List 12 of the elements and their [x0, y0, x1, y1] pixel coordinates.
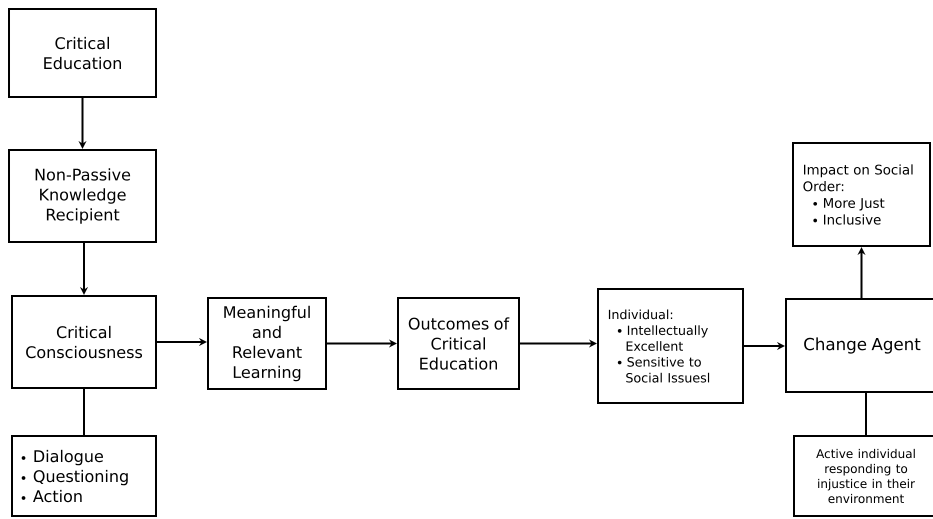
process-box: Active individual responding to injustice in their environment: [793, 435, 933, 517]
process-box: Outcomes of Critical Education: [397, 297, 520, 390]
process-box: Meaningful and Relevant Learning: [207, 297, 327, 390]
connector-line: [83, 389, 85, 435]
connector-line: [865, 393, 867, 435]
list-box: Dialogue Questioning Action: [11, 435, 157, 517]
process-box: Critical Consciousness: [11, 295, 157, 389]
process-box: Critical Education: [8, 8, 157, 98]
list-box: Individual: Intellectually Excellent Sensitive to Social Issuesl: [597, 288, 744, 404]
process-box: Non-Passive Knowledge Recipient: [8, 149, 157, 243]
process-box: Change Agent: [785, 298, 933, 393]
list-box: Impact on Social Order: More Just Inclusive: [792, 142, 931, 247]
